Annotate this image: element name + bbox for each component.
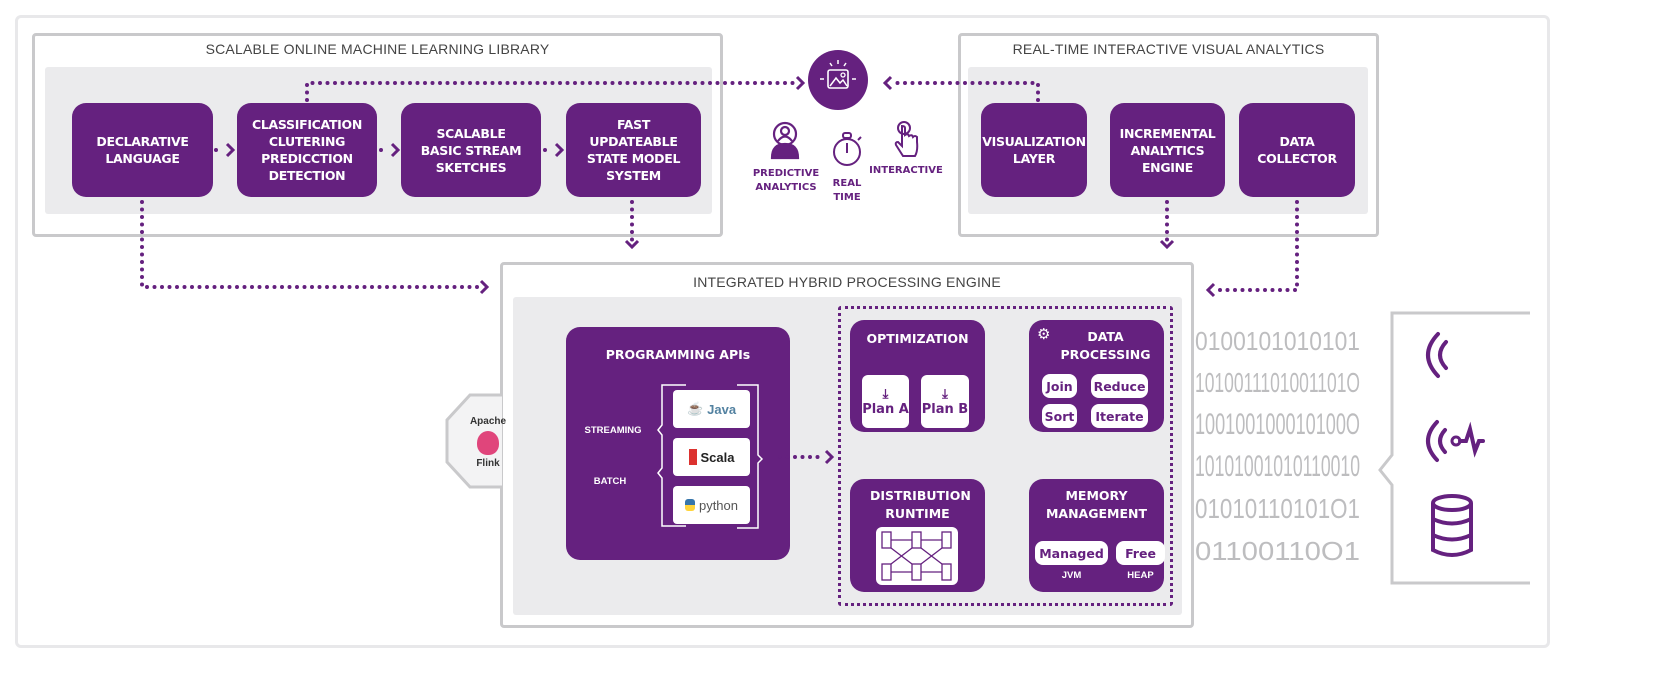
stopwatch-icon: [833, 132, 862, 166]
database-icon: [1431, 494, 1473, 557]
python-logo: python: [673, 486, 750, 524]
binary-line: 0100101010101: [1195, 326, 1360, 356]
engine-title: INTEGRATED HYBRID PROCESSING ENGINE: [693, 274, 1001, 290]
touch-hand-icon: [894, 121, 919, 157]
join-op: Join: [1042, 374, 1077, 398]
binary-line: 1010011101001101O: [1195, 367, 1360, 398]
wireless-signal-icon: [1426, 332, 1448, 378]
binary-line: 01010110101O1: [1195, 493, 1360, 524]
interactive-label: INTERACTIVE: [869, 165, 943, 176]
memory-management-title: MEMORY MANAGEMENT: [1045, 488, 1147, 521]
managed-memory: Managed: [1035, 541, 1108, 565]
distribution-runtime-title: DISTRIBUTION RUNTIME: [870, 488, 971, 521]
sort-op: Sort: [1042, 404, 1077, 428]
sensor-signal-icon: [1426, 420, 1485, 462]
runtime-dotted-group: [838, 306, 1173, 606]
connector-classification-to-visual: [305, 81, 797, 102]
flink-label: Flink: [476, 458, 500, 469]
connector-visualization-to-visual: [891, 81, 1040, 102]
plan-b: ⤓Plan B: [921, 375, 969, 428]
binary-line: 01100110O1: [1195, 536, 1360, 566]
streaming-label: STREAMING: [584, 425, 642, 436]
real-time-label: REAL TIME: [832, 178, 862, 203]
image-icon-circle: [808, 50, 868, 110]
iterate-op: Iterate: [1091, 404, 1148, 428]
binary-line: 100100100010100O: [1195, 408, 1360, 441]
merge-icon: ⤓: [942, 386, 948, 402]
heap-label: HEAP: [1127, 570, 1154, 581]
ml-library-title: SCALABLE ONLINE MACHINE LEARNING LIBRARY: [205, 41, 550, 57]
optimization-title: OPTIMIZATION: [866, 331, 969, 346]
connector-declarative-to-engine: [140, 200, 480, 289]
visual-analytics-title: REAL-TIME INTERACTIVE VISUAL ANALYTICS: [1012, 41, 1325, 57]
predictive-analytics-label: PREDICTIVE ANALYTICS: [752, 168, 820, 193]
state-model-box: FAST UPDATEABLE STATE MODEL SYSTEM: [566, 103, 701, 197]
scala-icon: [688, 449, 697, 465]
jvm-label: JVM: [1061, 570, 1082, 581]
java-cup-icon: ☕: [686, 401, 704, 416]
flink-apache-label: Apache: [469, 416, 507, 427]
data-processing-title: DATA PROCESSING: [1060, 329, 1151, 362]
merge-icon: ⤓: [882, 386, 889, 402]
connector-collector-to-engine: [1213, 200, 1299, 292]
arrow-heads: [225, 75, 1216, 465]
python-icon: [684, 499, 695, 511]
reduce-op: Reduce: [1091, 374, 1148, 398]
image-icon: [820, 60, 856, 89]
visualization-layer-box: VISUALIZATION LAYER: [981, 103, 1087, 197]
java-logo: ☕Java: [673, 390, 750, 428]
server-network-icon: [876, 527, 958, 585]
incremental-engine-box: INCREMENTAL ANALYTICS ENGINE: [1110, 103, 1225, 197]
outer-frame: [15, 15, 1550, 648]
binary-line: 10101001010110010: [1195, 450, 1360, 483]
predictive-analytics-icon: [770, 121, 800, 160]
data-collector-box: DATA COLLECTOR: [1239, 103, 1355, 197]
memory-management-card: MEMORY MANAGEMENT: [1029, 479, 1164, 592]
declarative-language-box: DECLARATIVE LANGUAGE: [72, 103, 213, 197]
free-memory: Free: [1116, 541, 1165, 565]
plan-a: ⤓Plan A: [862, 375, 909, 428]
gears-icon: ⚙: [1037, 326, 1051, 343]
stream-sketches-box: SCALABLE BASIC STREAM SKETCHES: [401, 103, 541, 197]
scala-logo: Scala: [673, 438, 750, 476]
programming-apis-title: PROGRAMMING APIs: [605, 347, 751, 362]
batch-label: BATCH: [593, 476, 627, 487]
flink-squirrel-logo: [477, 431, 499, 455]
classification-box: CLASSIFICATION CLUTERING PREDICCTION DET…: [237, 103, 377, 197]
